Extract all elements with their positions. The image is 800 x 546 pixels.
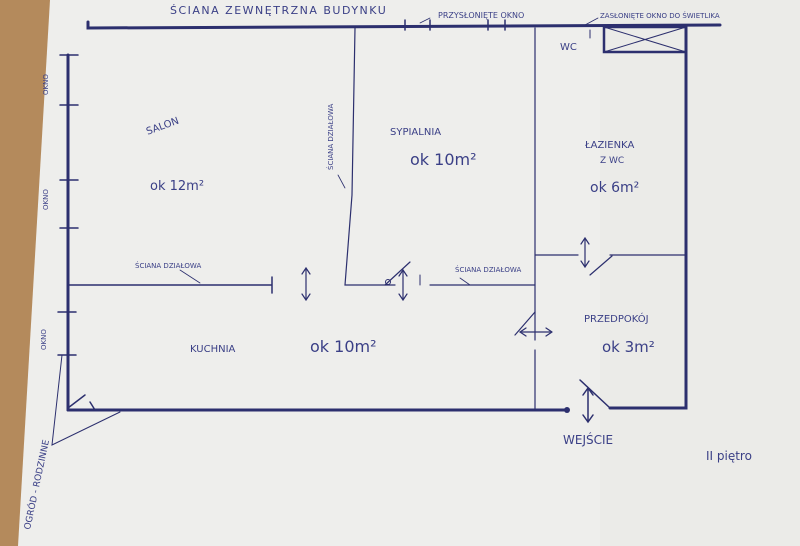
room-name-przedpokoj: PRZEDPOKÓJ [584, 312, 649, 325]
top-outer-wall [86, 20, 722, 30]
wc-label: WC [560, 42, 577, 53]
room-area-przedpokoj: ok 3m² [602, 338, 655, 356]
room-name-lazienka: ŁAZIENKA [584, 140, 634, 151]
walls [51, 17, 722, 446]
room-sub-lazienka: Z WC [600, 156, 624, 166]
window-label-2: OKNO [42, 189, 50, 210]
room-name-sypialnia: SYPIALNIA [390, 127, 441, 138]
room-area-lazienka: ok 6m² [590, 180, 639, 196]
partition-label-3: ŚCIANA DZIAŁOWA [455, 265, 521, 274]
window-label-3: OKNO [40, 329, 48, 350]
paper-shade [600, 0, 800, 546]
room-name-kuchnia: KUCHNIA [190, 344, 236, 355]
window-label-1: OKNO [42, 74, 50, 95]
covered-window-label: PRZYSŁONIĘTE OKNO [438, 11, 524, 20]
top-wall-label: ŚCIANA ZEWNĘTRZNA BUDYNKU [170, 4, 387, 17]
partition-label-2: ŚCIANA DZIAŁOWA [326, 104, 335, 170]
entrance-label: WEJŚCIE [563, 432, 613, 447]
skylight-window-label: ZASŁONIĘTE OKNO DO ŚWIETLIKA [600, 11, 720, 20]
room-area-sypialnia: ok 10m² [410, 150, 477, 169]
partition-label-1: ŚCIANA DZIAŁOWA [135, 261, 201, 270]
floor-label: II piętro [706, 449, 752, 463]
room-area-kuchnia: ok 10m² [310, 337, 377, 356]
right-outer-wall [608, 25, 688, 410]
room-area-salon: ok 12m² [150, 179, 204, 194]
